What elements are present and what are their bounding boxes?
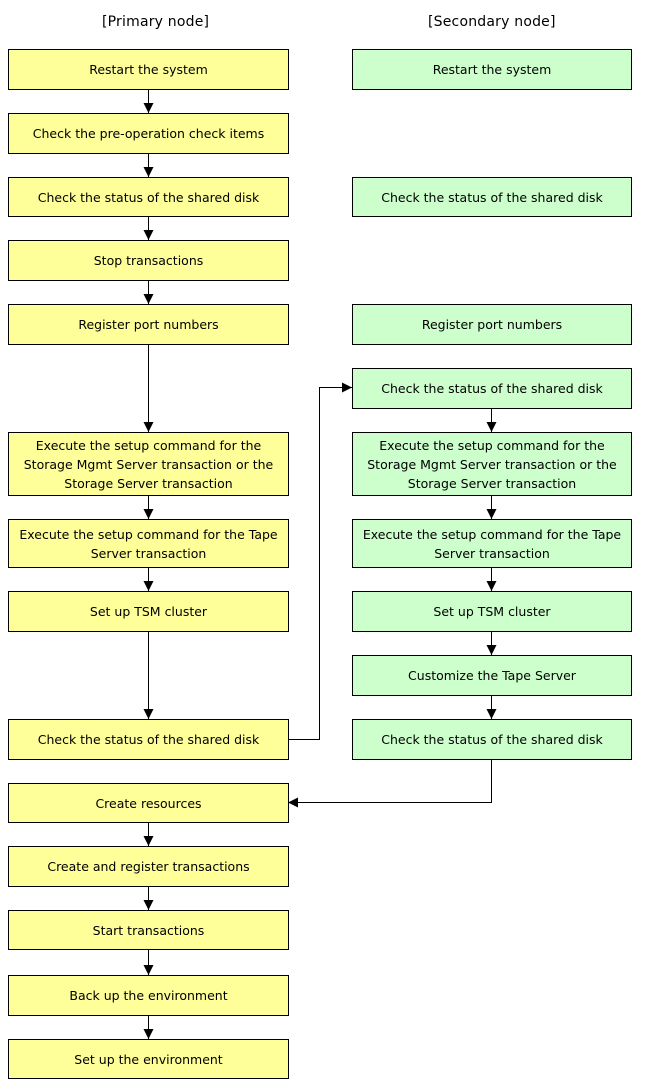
secondary-node-header: [Secondary node] <box>428 14 556 30</box>
secondary-step-restart-system: Restart the system <box>352 49 632 90</box>
arrow-s9-to-p10 <box>288 759 492 808</box>
secondary-step-check-shared-disk-3: Check the status of the shared disk <box>352 719 632 760</box>
secondary-step-check-shared-disk-1: Check the status of the shared disk <box>352 177 632 217</box>
secondary-step-setup-tsm-cluster: Set up TSM cluster <box>352 591 632 632</box>
primary-step-restart-system: Restart the system <box>8 49 289 90</box>
primary-step-setup-storage-mgmt: Execute the setup command for the Storag… <box>8 432 289 496</box>
secondary-step-setup-storage-mgmt: Execute the setup command for the Storag… <box>352 432 632 496</box>
secondary-step-customize-tape-server: Customize the Tape Server <box>352 655 632 696</box>
primary-step-setup-tape-server: Execute the setup command for the Tape S… <box>8 519 289 568</box>
primary-step-back-up-environment: Back up the environment <box>8 975 289 1016</box>
primary-node-header: [Primary node] <box>102 14 210 30</box>
primary-step-register-port-numbers: Register port numbers <box>8 304 289 345</box>
primary-step-check-shared-disk-1: Check the status of the shared disk <box>8 177 289 217</box>
primary-step-create-resources: Create resources <box>8 783 289 823</box>
primary-step-start-transactions: Start transactions <box>8 910 289 950</box>
primary-step-set-up-environment: Set up the environment <box>8 1039 289 1079</box>
primary-step-check-shared-disk-2: Check the status of the shared disk <box>8 719 289 760</box>
secondary-step-register-port-numbers: Register port numbers <box>352 304 632 345</box>
primary-step-create-register-transactions: Create and register transactions <box>8 846 289 887</box>
arrow-p9-to-s4 <box>288 382 352 740</box>
secondary-step-check-shared-disk-2: Check the status of the shared disk <box>352 368 632 409</box>
primary-step-setup-tsm-cluster: Set up TSM cluster <box>8 591 289 632</box>
primary-step-pre-operation-check: Check the pre-operation check items <box>8 113 289 154</box>
primary-step-stop-transactions: Stop transactions <box>8 240 289 281</box>
secondary-step-setup-tape-server: Execute the setup command for the Tape S… <box>352 519 632 568</box>
